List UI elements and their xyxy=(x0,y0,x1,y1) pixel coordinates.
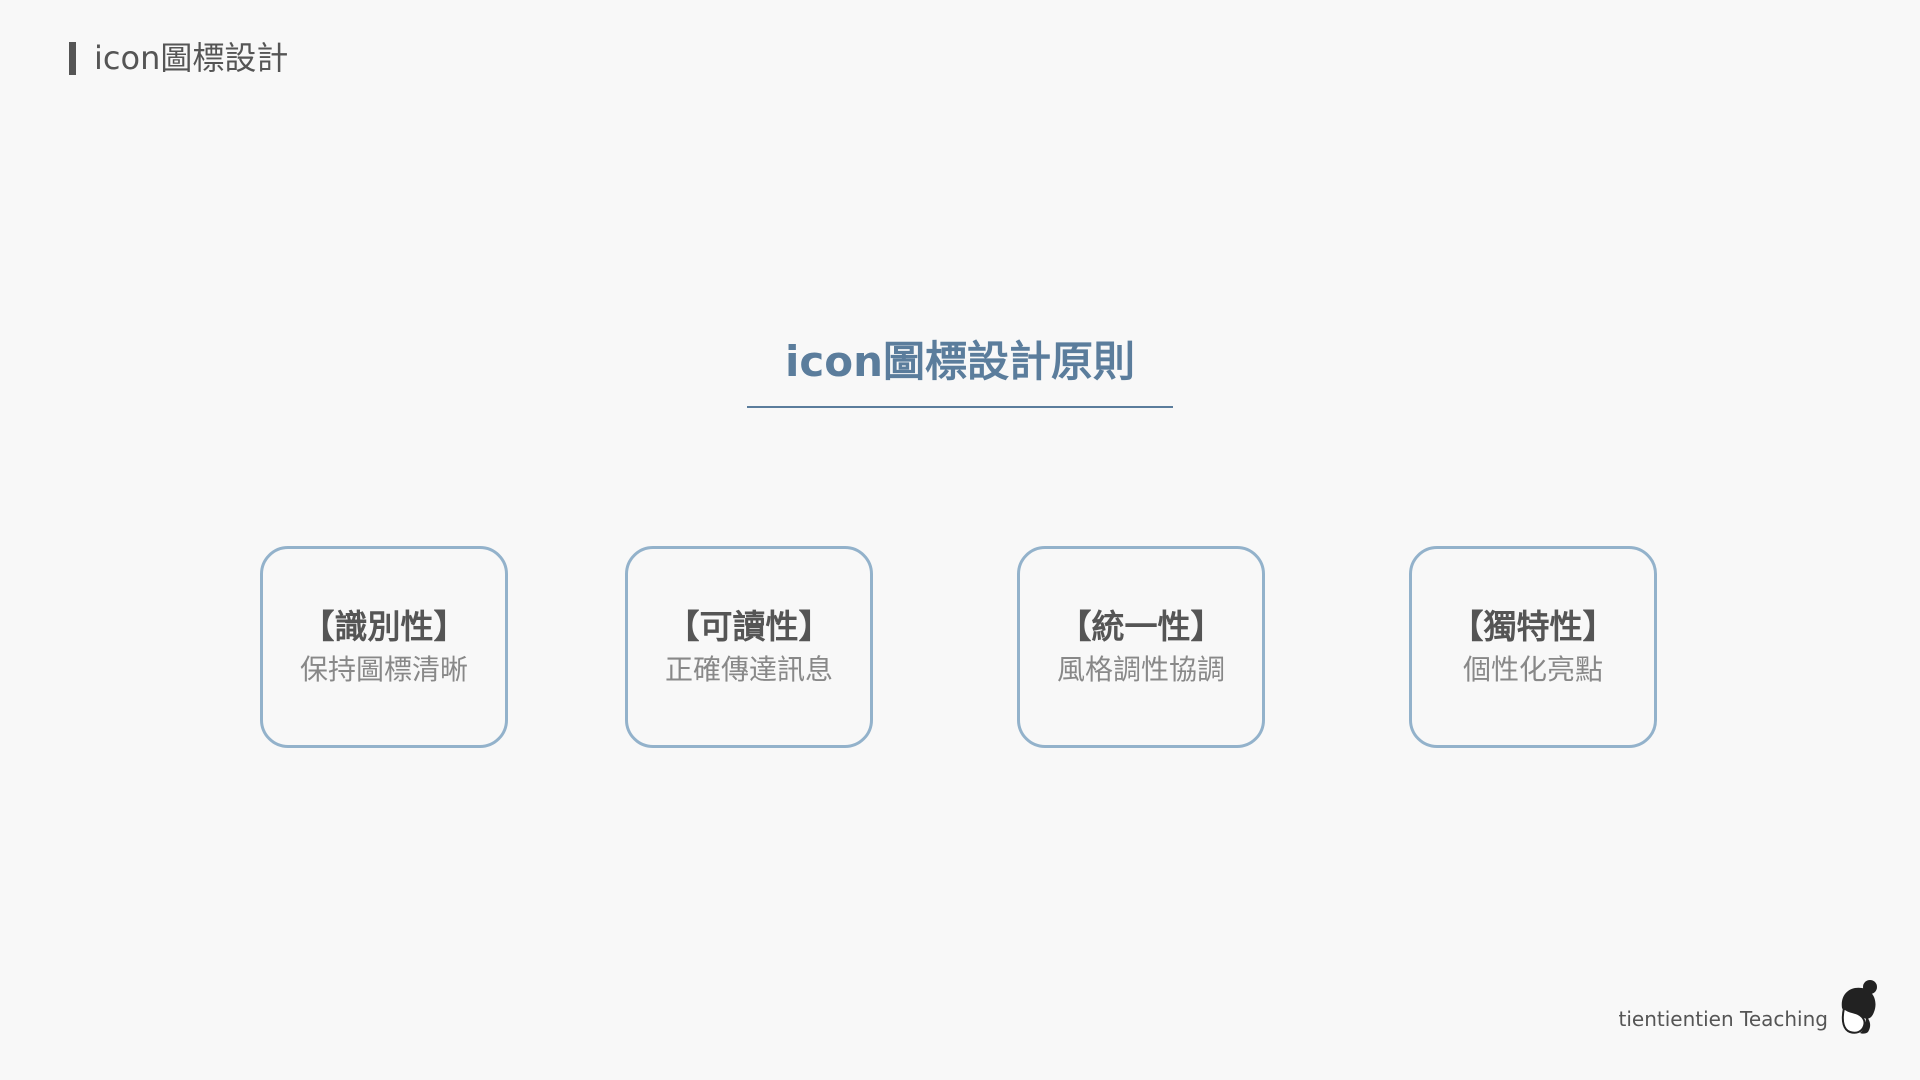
header-title: icon圖標設計 xyxy=(94,39,289,77)
title-underline xyxy=(747,406,1173,408)
card-desc: 風格調性協調 xyxy=(1056,653,1225,686)
footer-brand: tientientien Teaching xyxy=(1618,1007,1828,1031)
card-readability: 【可讀性】 正確傳達訊息 xyxy=(625,546,873,748)
head-silhouette-icon xyxy=(1841,980,1877,1034)
card-uniqueness: 【獨特性】 個性化亮點 xyxy=(1409,546,1657,748)
card-consistency: 【統一性】 風格調性協調 xyxy=(1017,546,1265,748)
card-desc: 保持圖標清晰 xyxy=(299,653,468,686)
card-desc: 正確傳達訊息 xyxy=(664,653,833,686)
card-desc: 個性化亮點 xyxy=(1462,653,1603,686)
page-title: icon圖標設計原則 xyxy=(784,337,1136,386)
card-title: 【識別性】 xyxy=(301,607,467,646)
card-title: 【統一性】 xyxy=(1058,607,1224,646)
card-title: 【可讀性】 xyxy=(666,607,832,646)
card-title: 【獨特性】 xyxy=(1450,607,1616,646)
header-accent-bar xyxy=(69,42,76,75)
card-identifiability: 【識別性】 保持圖標清晰 xyxy=(260,546,508,748)
